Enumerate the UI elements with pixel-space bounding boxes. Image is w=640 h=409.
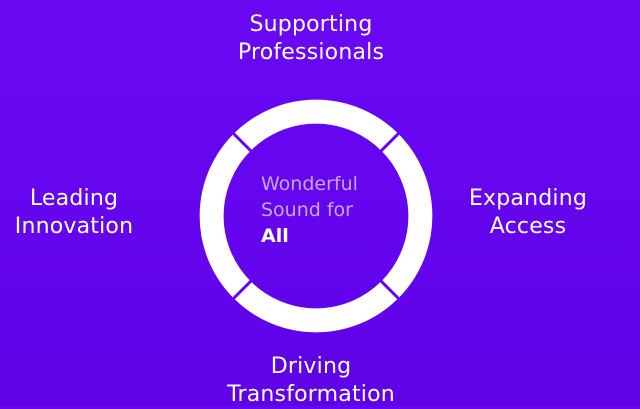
center-line-wonderful: Wonderful — [261, 173, 358, 195]
pillar-expanding-access: Expanding Access — [448, 185, 608, 241]
segmented-ring — [199, 99, 433, 333]
pillar-label-line: Professionals — [237, 40, 385, 65]
pillar-leading-innovation: Leading Innovation — [0, 185, 154, 241]
center-line-sound-for: Sound for — [261, 199, 353, 221]
ring-segment-right — [381, 133, 433, 299]
ring-divider-top-right — [377, 130, 402, 155]
pillar-label-line: Leading — [29, 186, 119, 211]
ring-divider-bottom-right — [377, 277, 402, 302]
ring-segments — [199, 99, 433, 333]
pillar-label-line: Driving — [270, 354, 352, 379]
ring-segment-bottom — [233, 281, 399, 333]
pillar-label-line: Supporting — [249, 12, 373, 37]
pillar-label-line: Innovation — [14, 214, 134, 239]
center-line-all: All — [261, 225, 289, 247]
ring-dividers — [230, 130, 402, 302]
pillar-supporting-professionals: Supporting Professionals — [200, 11, 422, 67]
ring-divider-bottom-left — [230, 277, 255, 302]
center-message: Wonderful Sound for All — [261, 171, 401, 249]
pillar-driving-transformation: Driving Transformation — [200, 353, 422, 409]
ring-segment-top — [233, 99, 399, 151]
pillar-label-line: Expanding — [468, 186, 588, 211]
pillar-label-line: Transformation — [227, 382, 395, 407]
pillar-label-line: Access — [489, 214, 567, 239]
ring-divider-top-left — [230, 130, 255, 155]
ring-segment-left — [199, 133, 251, 299]
